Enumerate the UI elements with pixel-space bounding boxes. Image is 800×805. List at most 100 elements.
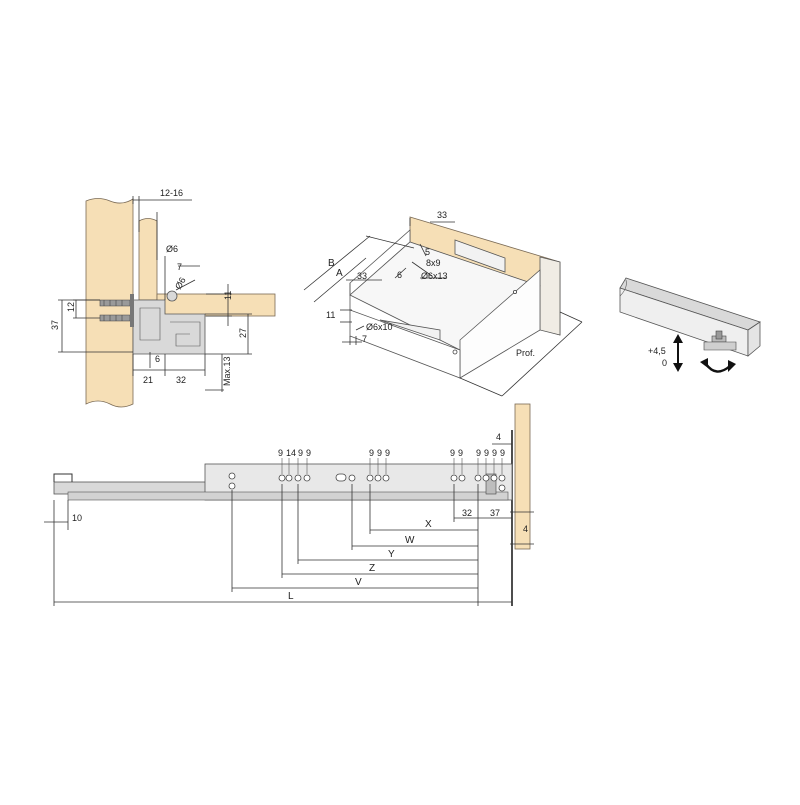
hole <box>482 474 490 482</box>
label-max-13: Max.13 <box>222 356 232 386</box>
label-height-27: 27 <box>238 328 248 338</box>
hole <box>474 474 482 482</box>
drawer-back-slot <box>454 239 506 273</box>
label-five: 5 <box>425 247 430 257</box>
label-dim-w: W <box>405 535 415 546</box>
hole-label-4: 9 <box>306 448 311 458</box>
adjusting-screw <box>703 330 737 351</box>
screw-lower <box>99 309 134 327</box>
drawer-dimensions <box>303 218 583 397</box>
side-section-view: 12-16 Ø6 7 Ø6 12 37 11 27 6 21 32 Max.13 <box>50 188 276 408</box>
label-left-10: 10 <box>72 513 82 523</box>
label-bottom-11: 11 <box>223 291 233 300</box>
label-depth: Prof. <box>516 348 535 358</box>
locking-clip <box>166 290 178 302</box>
hole <box>228 482 236 490</box>
hole-label-3: 9 <box>298 448 303 458</box>
label-width-21: 21 <box>143 375 153 385</box>
label-dim-32: 32 <box>462 508 472 518</box>
label-dim-v: V <box>355 577 362 588</box>
drawer-isometric-view: 33 5 8x9 Ø6x13 B A 33 6 11 Ø6x10 7 Prof. <box>303 210 583 397</box>
slot-hole <box>335 473 347 482</box>
hole-label-9: 9 <box>458 448 463 458</box>
label-dim-x: X <box>425 519 432 530</box>
label-spacing-12: 12 <box>66 302 76 312</box>
drawer-side-notch <box>379 319 441 341</box>
drawer-hole <box>452 349 458 355</box>
hole-label-13: 9 <box>500 448 505 458</box>
label-dia-6x10: Ø6x10 <box>366 322 393 332</box>
label-dim-y: Y <box>388 549 395 560</box>
label-dim-l: L <box>288 591 294 602</box>
mounting-holes <box>228 472 506 492</box>
label-offset-7: 7 <box>177 262 182 272</box>
hole <box>228 472 236 480</box>
label-seven: 7 <box>362 334 367 344</box>
back-panel <box>514 403 531 550</box>
label-hole-dia-2: Ø6 <box>173 276 188 291</box>
label-eleven: 11 <box>326 310 335 320</box>
hole <box>285 474 293 482</box>
hole <box>348 474 356 482</box>
slide-dimensions <box>44 443 534 606</box>
label-a: A <box>336 268 343 279</box>
hole-label-10: 9 <box>476 448 481 458</box>
drawer-box-side-left <box>349 283 461 379</box>
label-dim-z: Z <box>369 563 375 574</box>
hole <box>303 474 311 482</box>
drawer-hole-2 <box>513 289 518 294</box>
hole-label-12: 9 <box>492 448 497 458</box>
rail-break <box>619 279 627 297</box>
label-right-4-top: 4 <box>496 432 501 442</box>
adjust-detail-view: +4,5 0 <box>619 277 761 373</box>
rear-bracket <box>485 473 497 495</box>
slide-elevation-view: 9 14 9 9 9 9 9 9 9 9 9 9 9 <box>44 403 534 606</box>
hole-label-7: 9 <box>385 448 390 458</box>
label-dim-37: 37 <box>490 508 500 518</box>
label-slot-8x9: 8x9 <box>426 258 441 268</box>
side-dimensions <box>58 196 252 392</box>
label-b: B <box>328 258 335 269</box>
label-width-32: 32 <box>176 375 186 385</box>
hole-label-6: 9 <box>377 448 382 458</box>
label-offset-6: 6 <box>155 354 160 364</box>
label-top-33: 33 <box>437 210 447 220</box>
hole-label-5: 9 <box>369 448 374 458</box>
label-adjust-plus: +4,5 <box>648 346 666 356</box>
rail-end-face <box>747 321 761 357</box>
hole <box>450 474 458 482</box>
rotate-arrow-icon <box>700 358 736 373</box>
hole-label-8: 9 <box>450 448 455 458</box>
screw-upper <box>99 294 134 312</box>
label-right-4-side: 4 <box>523 524 528 534</box>
drawer-front-edge <box>539 256 561 336</box>
hole-label-1: 9 <box>278 448 283 458</box>
label-mid-33: 33 <box>357 271 367 281</box>
hole <box>374 474 382 482</box>
label-dia-6x13: Ø6x13 <box>421 271 448 281</box>
slide-bracket <box>139 307 161 341</box>
hole <box>278 474 286 482</box>
drawer-side-panel <box>138 218 158 301</box>
label-mid-6: 6 <box>397 270 402 280</box>
label-height-37: 37 <box>50 320 60 330</box>
hole-spacing-ticks <box>281 458 503 474</box>
front-lever <box>53 473 73 482</box>
label-hole-dia-1: Ø6 <box>166 244 178 254</box>
hole <box>458 474 466 482</box>
hole <box>382 474 390 482</box>
hole <box>294 474 302 482</box>
hole <box>498 484 506 492</box>
hole <box>490 474 498 482</box>
slide-profile-inner <box>170 321 201 347</box>
hole <box>366 474 374 482</box>
hole-label-2: 14 <box>286 448 296 458</box>
label-adjust-zero: 0 <box>662 358 667 368</box>
middle-rail <box>67 491 509 501</box>
hole <box>498 474 506 482</box>
label-gap-range: 12-16 <box>160 188 183 198</box>
height-arrow-icon <box>673 334 683 372</box>
hole-label-11: 9 <box>484 448 489 458</box>
